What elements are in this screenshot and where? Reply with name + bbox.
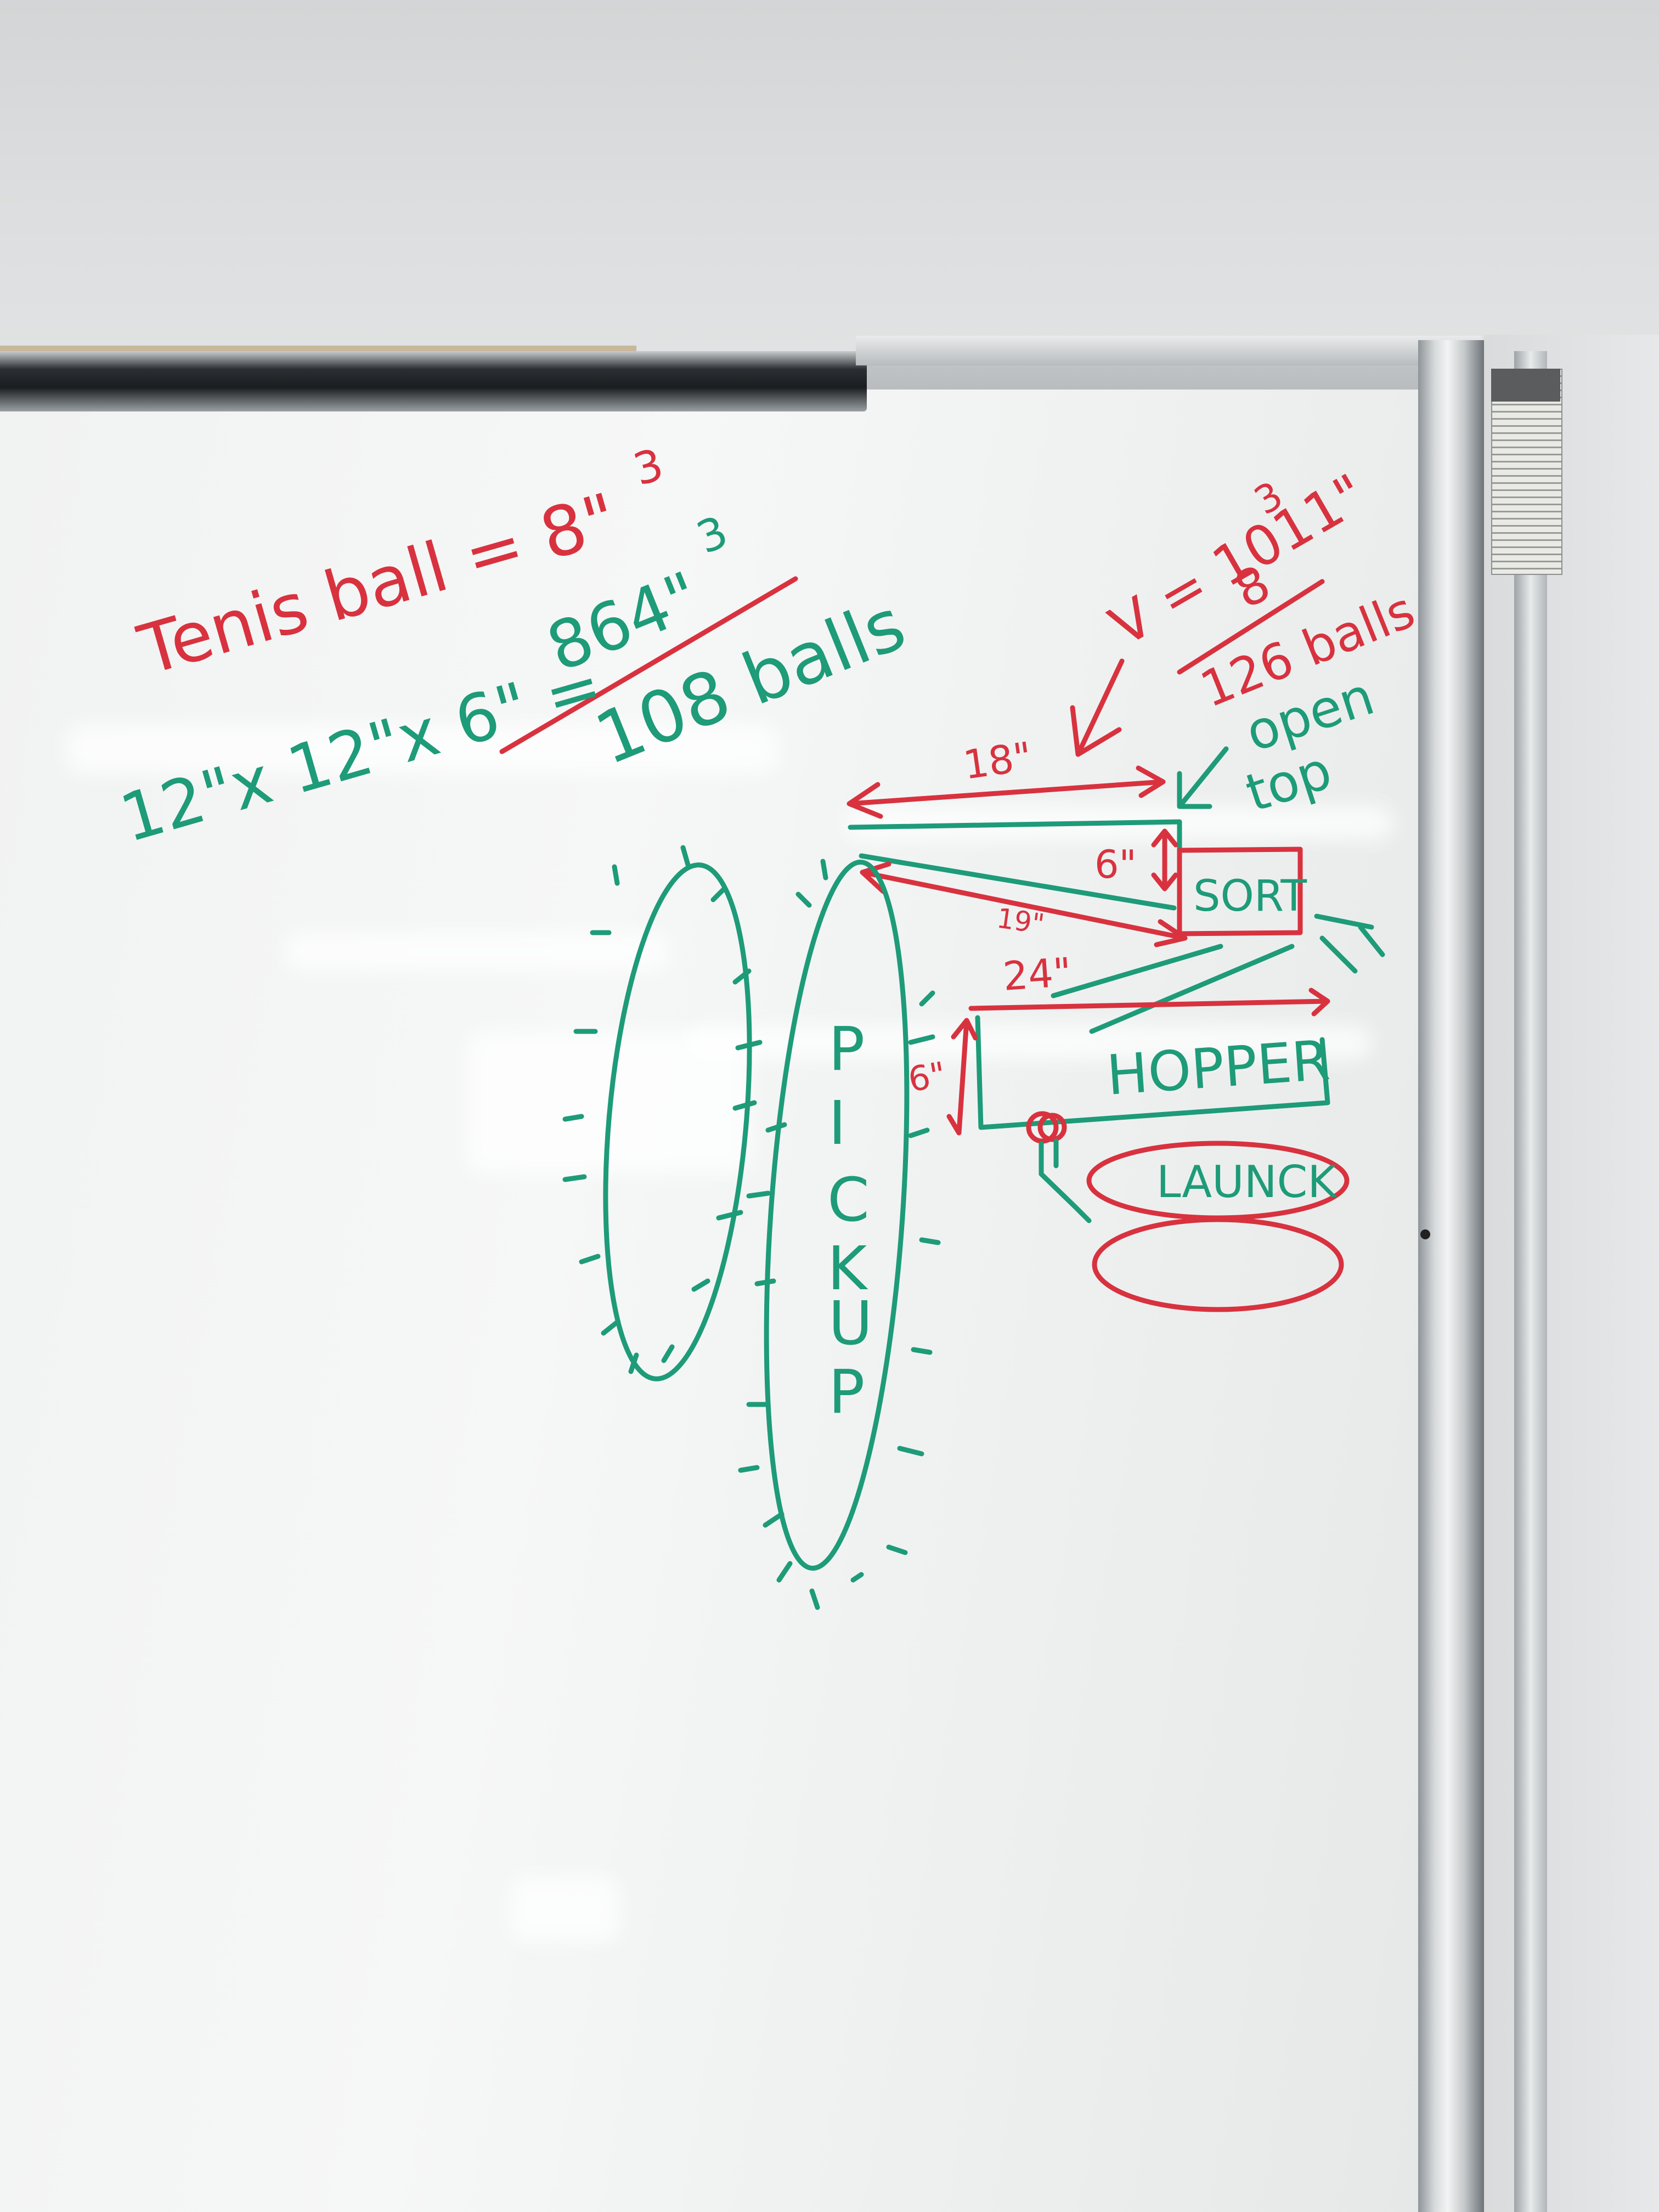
pickup-roller-right-bristles [738, 859, 941, 1610]
board-mark [1420, 1229, 1430, 1239]
launch-wheel-small [1026, 1111, 1059, 1144]
fraction-bar-108 [499, 576, 798, 754]
dim-19-label: 19" [995, 902, 1046, 940]
adjacent-board [1484, 335, 1659, 2212]
hopper-outline [975, 1015, 1330, 1130]
pickup-label: P I C K U P [827, 1014, 873, 1427]
dim-6-sort-label: 6" [1094, 842, 1137, 887]
launch-wheel-lower [1092, 1217, 1344, 1312]
dim-19-arrow [860, 861, 1188, 947]
dim-6-sort-arrow [1151, 828, 1178, 891]
light-reflection [510, 1876, 620, 1942]
chute-lines [1051, 913, 1385, 1034]
sticker-header [1491, 369, 1560, 402]
tennis-ball-volume-exp: 3 [628, 439, 669, 495]
pickup-letter: K [827, 1233, 868, 1304]
light-reflection [686, 1026, 1372, 1059]
sort-label: SORT [1193, 872, 1307, 921]
pickup-roller-left-bristles [562, 845, 763, 1374]
pickup-roller-left [603, 862, 752, 1381]
dim-24-arrow [968, 988, 1330, 1017]
sort-box [1177, 847, 1303, 936]
wall [0, 0, 1659, 351]
dim-6-hopper-label: 6" [905, 1054, 949, 1100]
pickup-letter: U [828, 1288, 873, 1358]
marker-rail [0, 351, 867, 411]
pickup-letter: P [828, 1014, 865, 1084]
light-reflection [285, 933, 669, 971]
volume-arrow [1070, 658, 1125, 757]
launch-wheel-small-2 [1037, 1113, 1067, 1142]
fraction-bar-126 [1177, 579, 1325, 675]
hopper-label: HOPPER [1105, 1028, 1332, 1108]
adjacent-board-frame [1514, 351, 1547, 2212]
pickup-roller-right [764, 860, 910, 1571]
dim-6-hopper-arrow [946, 1018, 978, 1136]
dim-24-label: 24" [1001, 949, 1073, 999]
pickup-letter: P [828, 1357, 865, 1427]
open-top-arrow [1177, 746, 1229, 809]
dim-18-arrow [847, 765, 1166, 819]
launch-label: LAUNCK [1156, 1156, 1338, 1207]
pickup-letter: I [828, 1088, 846, 1158]
dim-18-label: 18" [961, 733, 1035, 788]
light-reflection [66, 724, 779, 774]
frame-right [1418, 340, 1484, 2212]
pickup-letter: C [827, 1165, 870, 1235]
launch-chute [1039, 1138, 1092, 1223]
box-volume-exp: 3 [690, 506, 735, 563]
frame-top [856, 336, 1481, 365]
